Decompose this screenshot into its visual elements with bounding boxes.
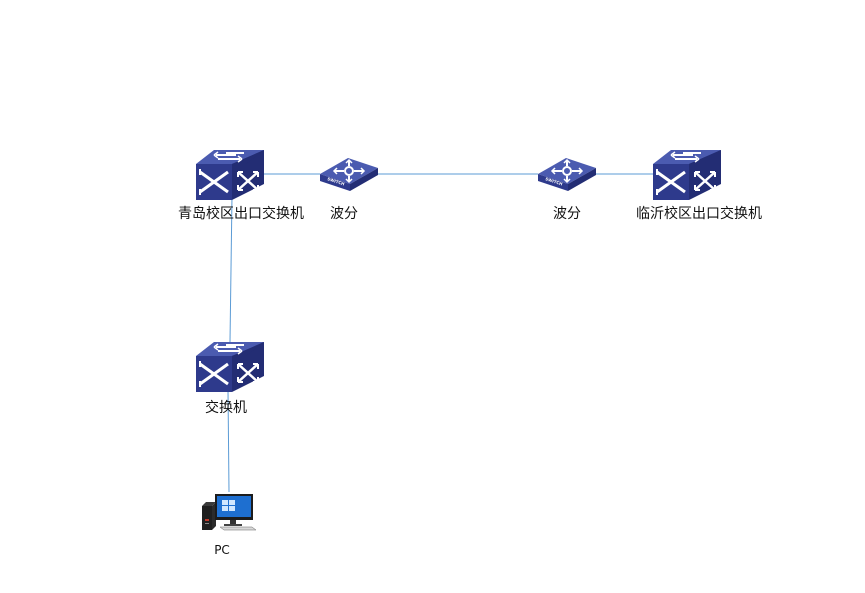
switch-icon (319, 157, 379, 192)
node-label-pc: PC (214, 543, 230, 557)
switch-icon (537, 157, 597, 192)
monitor-icon (215, 494, 257, 531)
core-switch-icon (194, 340, 266, 394)
node-label-wdm-1: 波分 (330, 206, 358, 222)
node-qd-core[interactable] (194, 148, 266, 202)
core-switch-icon (194, 148, 266, 202)
node-pc[interactable] (202, 494, 257, 531)
node-wdm-2[interactable] (537, 157, 597, 192)
node-label-qd-core: 青岛校区出口交换机 (178, 206, 304, 222)
pc-tower-icon (202, 502, 216, 530)
node-label-ly-core: 临沂校区出口交换机 (636, 206, 762, 222)
link-qd-core-to-access[interactable] (229, 195, 233, 343)
node-ly-core[interactable] (651, 148, 723, 202)
link-access-to-pc[interactable] (227, 389, 230, 493)
node-access[interactable] (194, 340, 266, 394)
node-label-access: 交换机 (205, 400, 247, 416)
node-label-wdm-2: 波分 (553, 206, 581, 222)
nodes-layer (194, 148, 723, 531)
node-wdm-1[interactable] (319, 157, 379, 192)
core-switch-icon (651, 148, 723, 202)
links-layer (227, 173, 653, 493)
